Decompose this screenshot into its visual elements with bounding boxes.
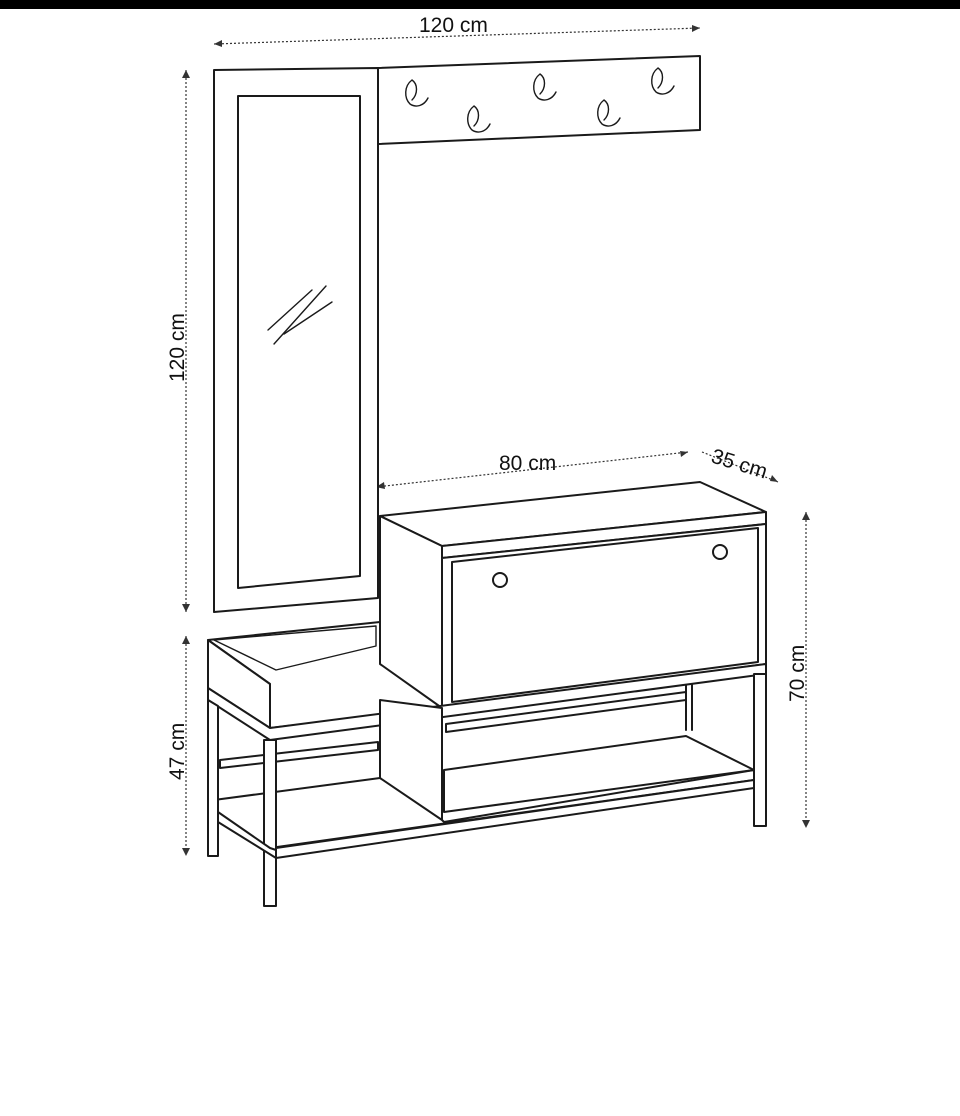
dimension-top-width: 120 cm bbox=[213, 14, 701, 47]
door-knob-left bbox=[492, 572, 508, 588]
leg-back-left bbox=[207, 699, 219, 857]
mirror-panel bbox=[213, 67, 379, 613]
leg-front-left bbox=[263, 739, 277, 907]
hook-icon bbox=[651, 67, 675, 95]
dimension-cabinet-height: 70 cm bbox=[786, 512, 810, 828]
hook-icon bbox=[467, 105, 491, 133]
dimension-label-bench-width: 80 cm bbox=[499, 452, 556, 475]
coat-hook-rail bbox=[377, 55, 701, 145]
shoe-cabinet bbox=[379, 481, 767, 709]
bench-legs bbox=[207, 673, 767, 907]
hook-icon bbox=[405, 79, 429, 107]
dimension-label-height: 120 cm bbox=[166, 313, 189, 382]
dimension-height: 120 cm bbox=[166, 70, 190, 612]
dimension-bench-height: 47 cm bbox=[166, 636, 190, 856]
dimension-label-cabinet-height: 70 cm bbox=[786, 645, 809, 702]
dimension-label-depth: 35 cm bbox=[709, 445, 770, 484]
cabinet-flap-door bbox=[451, 527, 759, 703]
dimension-depth: 35 cm bbox=[701, 445, 779, 484]
bottom-rails bbox=[217, 779, 755, 859]
door-knob-right bbox=[712, 544, 728, 560]
hook-icon bbox=[597, 99, 621, 127]
dimension-label-top-width: 120 cm bbox=[419, 14, 488, 37]
dimension-bench-width: 80 cm bbox=[375, 451, 689, 489]
leg-front-right bbox=[753, 673, 767, 827]
bench-frame-back bbox=[685, 679, 693, 731]
mirror-reflection bbox=[273, 285, 327, 345]
top-black-bar bbox=[0, 0, 960, 9]
dimension-label-bench-height: 47 cm bbox=[166, 723, 189, 780]
hook-icon bbox=[533, 73, 557, 101]
